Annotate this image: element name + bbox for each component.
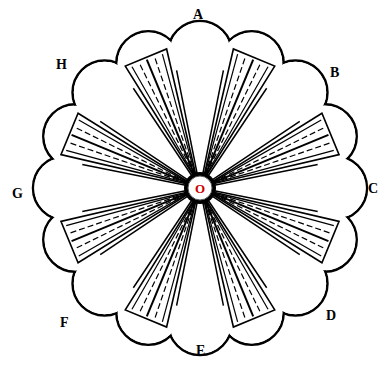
point-label: A: [193, 8, 203, 22]
wedge-stripe: [205, 201, 245, 319]
ray-line: [207, 88, 267, 178]
wedge-stripe: [79, 194, 188, 256]
wedge-stripe: [69, 193, 187, 233]
ray-line: [202, 70, 223, 176]
wedge-stripe: [213, 120, 322, 182]
striated-wedge: [61, 191, 191, 262]
point-label: D: [326, 309, 336, 323]
ray-line: [133, 88, 193, 178]
point-label: C: [368, 182, 378, 196]
ray-line: [202, 200, 223, 306]
wedge-stripe: [213, 143, 331, 183]
ray-line: [177, 200, 198, 306]
striated-wedge: [209, 113, 339, 184]
wedge-stripe: [206, 201, 268, 310]
ray-line: [210, 121, 300, 181]
ray-line: [133, 198, 193, 288]
centre-label: O: [195, 182, 205, 195]
ray-line: [100, 195, 190, 255]
ray-line: [82, 165, 188, 186]
wedge-stripe: [132, 67, 194, 176]
point-label: B: [330, 66, 339, 80]
striated-wedge: [203, 197, 274, 327]
ray-line: [210, 195, 300, 255]
ray-line: [177, 70, 198, 176]
ray-line: [212, 165, 318, 186]
striated-wedge: [125, 49, 196, 179]
point-label: G: [12, 187, 23, 201]
wedge-stripe: [155, 57, 195, 175]
ray-line: [100, 121, 190, 181]
ray-line: [207, 198, 267, 288]
point-label: H: [56, 58, 67, 72]
centre-disc: [188, 176, 212, 200]
point-label: F: [60, 316, 69, 330]
ray-line: [212, 190, 318, 211]
flower-body: [65, 53, 335, 323]
point-label: E: [196, 344, 205, 358]
ray-line: [82, 190, 188, 211]
centre-ring: [184, 172, 216, 204]
